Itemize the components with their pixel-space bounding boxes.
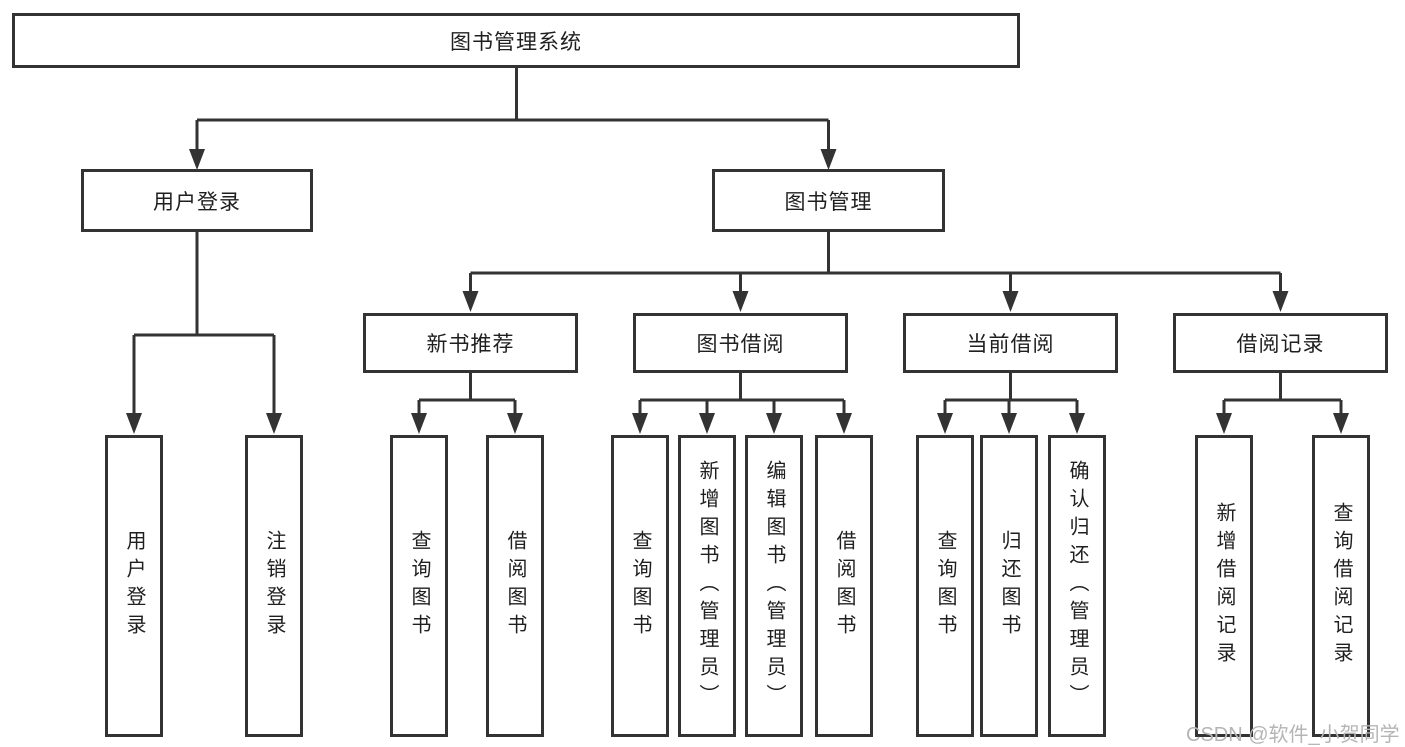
leaf-query-books-recommend: 查询图书 <box>390 435 448 737</box>
leaf-query-borrow-record: 查询借阅记录 <box>1312 435 1370 737</box>
leaf-add-books-admin: 新增图书（管理员） <box>678 435 736 737</box>
node-label: 图书管理系统 <box>450 30 582 54</box>
node-label: 查询图书 <box>629 530 651 642</box>
arrowheads-login-leaves <box>126 413 282 434</box>
leaf-confirm-return-admin: 确认归还（管理员） <box>1048 435 1106 737</box>
node-label: 查询图书 <box>408 530 430 642</box>
node-label: 图书管理 <box>784 190 873 214</box>
node-book-management: 图书管理 <box>712 169 945 232</box>
arrowheads-leaves <box>411 413 1349 434</box>
leaf-query-books-current: 查询图书 <box>916 435 974 737</box>
node-label: 查询借阅记录 <box>1330 502 1352 670</box>
arrowheads-level3 <box>462 291 1289 312</box>
node-label: 编辑图书（管理员） <box>763 460 785 712</box>
node-label: 借阅图书 <box>833 530 855 642</box>
node-label: 新增图书（管理员） <box>696 460 718 712</box>
node-label: 查询图书 <box>934 530 956 642</box>
leaf-borrow-books: 借阅图书 <box>815 435 873 737</box>
node-label: 归还图书 <box>998 530 1020 642</box>
node-label: 借阅记录 <box>1236 333 1325 356</box>
csdn-watermark: CSDN @软件_小贺同学 <box>1186 724 1400 746</box>
node-current-borrowing: 当前借阅 <box>903 313 1118 373</box>
node-label: 当前借阅 <box>966 333 1055 356</box>
node-label: 注销登录 <box>263 530 285 642</box>
leaf-query-books-borrow: 查询图书 <box>611 435 669 737</box>
node-label: 用户登录 <box>123 530 145 642</box>
leaf-edit-books-admin: 编辑图书（管理员） <box>745 435 803 737</box>
node-label: 图书借阅 <box>696 333 785 356</box>
connector-mgmt-to-level3 <box>469 232 1282 293</box>
leaf-return-books: 归还图书 <box>980 435 1038 737</box>
connector-login-to-leaves <box>132 232 276 415</box>
connector-root-to-level2 <box>195 68 830 151</box>
node-book-borrowing: 图书借阅 <box>633 313 848 373</box>
node-label: 确认归还（管理员） <box>1066 460 1088 712</box>
leaf-logout: 注销登录 <box>245 435 303 737</box>
node-borrowing-records: 借阅记录 <box>1173 313 1388 373</box>
node-label: 新增借阅记录 <box>1213 502 1235 670</box>
node-label: 借阅图书 <box>504 530 526 642</box>
connector-level3-to-leaves <box>417 373 1343 415</box>
node-label: 新书推荐 <box>426 333 515 356</box>
leaf-borrow-books-recommend: 借阅图书 <box>486 435 544 737</box>
arrowheads-level2 <box>189 149 837 170</box>
leaf-add-borrow-record: 新增借阅记录 <box>1195 435 1253 737</box>
node-user-login: 用户登录 <box>81 169 313 232</box>
leaf-user-login: 用户登录 <box>105 435 163 737</box>
node-book-management-system: 图书管理系统 <box>12 13 1020 68</box>
node-new-book-recommendation: 新书推荐 <box>363 313 578 373</box>
node-label: 用户登录 <box>153 190 241 214</box>
